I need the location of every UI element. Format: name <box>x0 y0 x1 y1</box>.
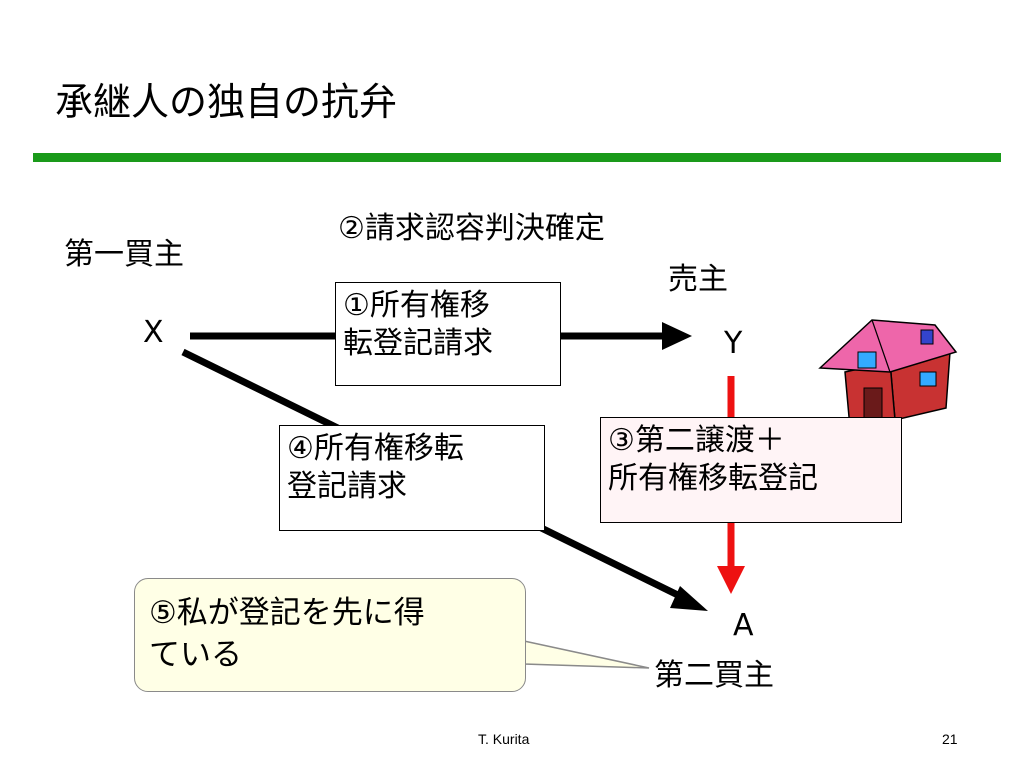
first-buyer-label: 第一買主 <box>64 237 184 272</box>
slide-title: 承継人の独自の抗弁 <box>55 80 398 124</box>
seller-label: 売主 <box>668 262 728 297</box>
party-x: X <box>143 315 164 350</box>
box-transfer-claim-line1: ①所有権移 <box>343 288 490 323</box>
callout-tail <box>523 640 650 669</box>
box-transfer-claim: ①所有権移 転登記請求 <box>335 282 561 386</box>
box-second-transfer: ③第二譲渡＋ 所有権移転登記 <box>600 417 902 523</box>
second-buyer-label: 第二買主 <box>654 658 774 693</box>
judgment-label: ②請求認容判決確定 <box>338 211 605 246</box>
party-a: A <box>733 608 754 643</box>
callout-box: ⑤私が登記を先に得 ている <box>134 578 526 692</box>
box-registration-claim-line1: ④所有権移転 <box>287 431 464 466</box>
callout-line1: ⑤私が登記を先に得 <box>149 595 425 631</box>
footer-page-number: 21 <box>942 731 958 747</box>
box-second-transfer-line1: ③第二譲渡＋ <box>608 423 785 458</box>
box-registration-claim: ④所有権移転 登記請求 <box>279 425 545 531</box>
callout-line2: ている <box>149 637 242 673</box>
footer-author: T. Kurita <box>478 731 530 747</box>
house-icon <box>818 319 958 429</box>
box-transfer-claim-line2: 転登記請求 <box>343 326 493 361</box>
title-rule <box>33 153 1001 162</box>
box-second-transfer-line2: 所有権移転登記 <box>608 461 818 496</box>
box-registration-claim-line2: 登記請求 <box>287 469 407 504</box>
party-y: Y <box>724 326 743 361</box>
